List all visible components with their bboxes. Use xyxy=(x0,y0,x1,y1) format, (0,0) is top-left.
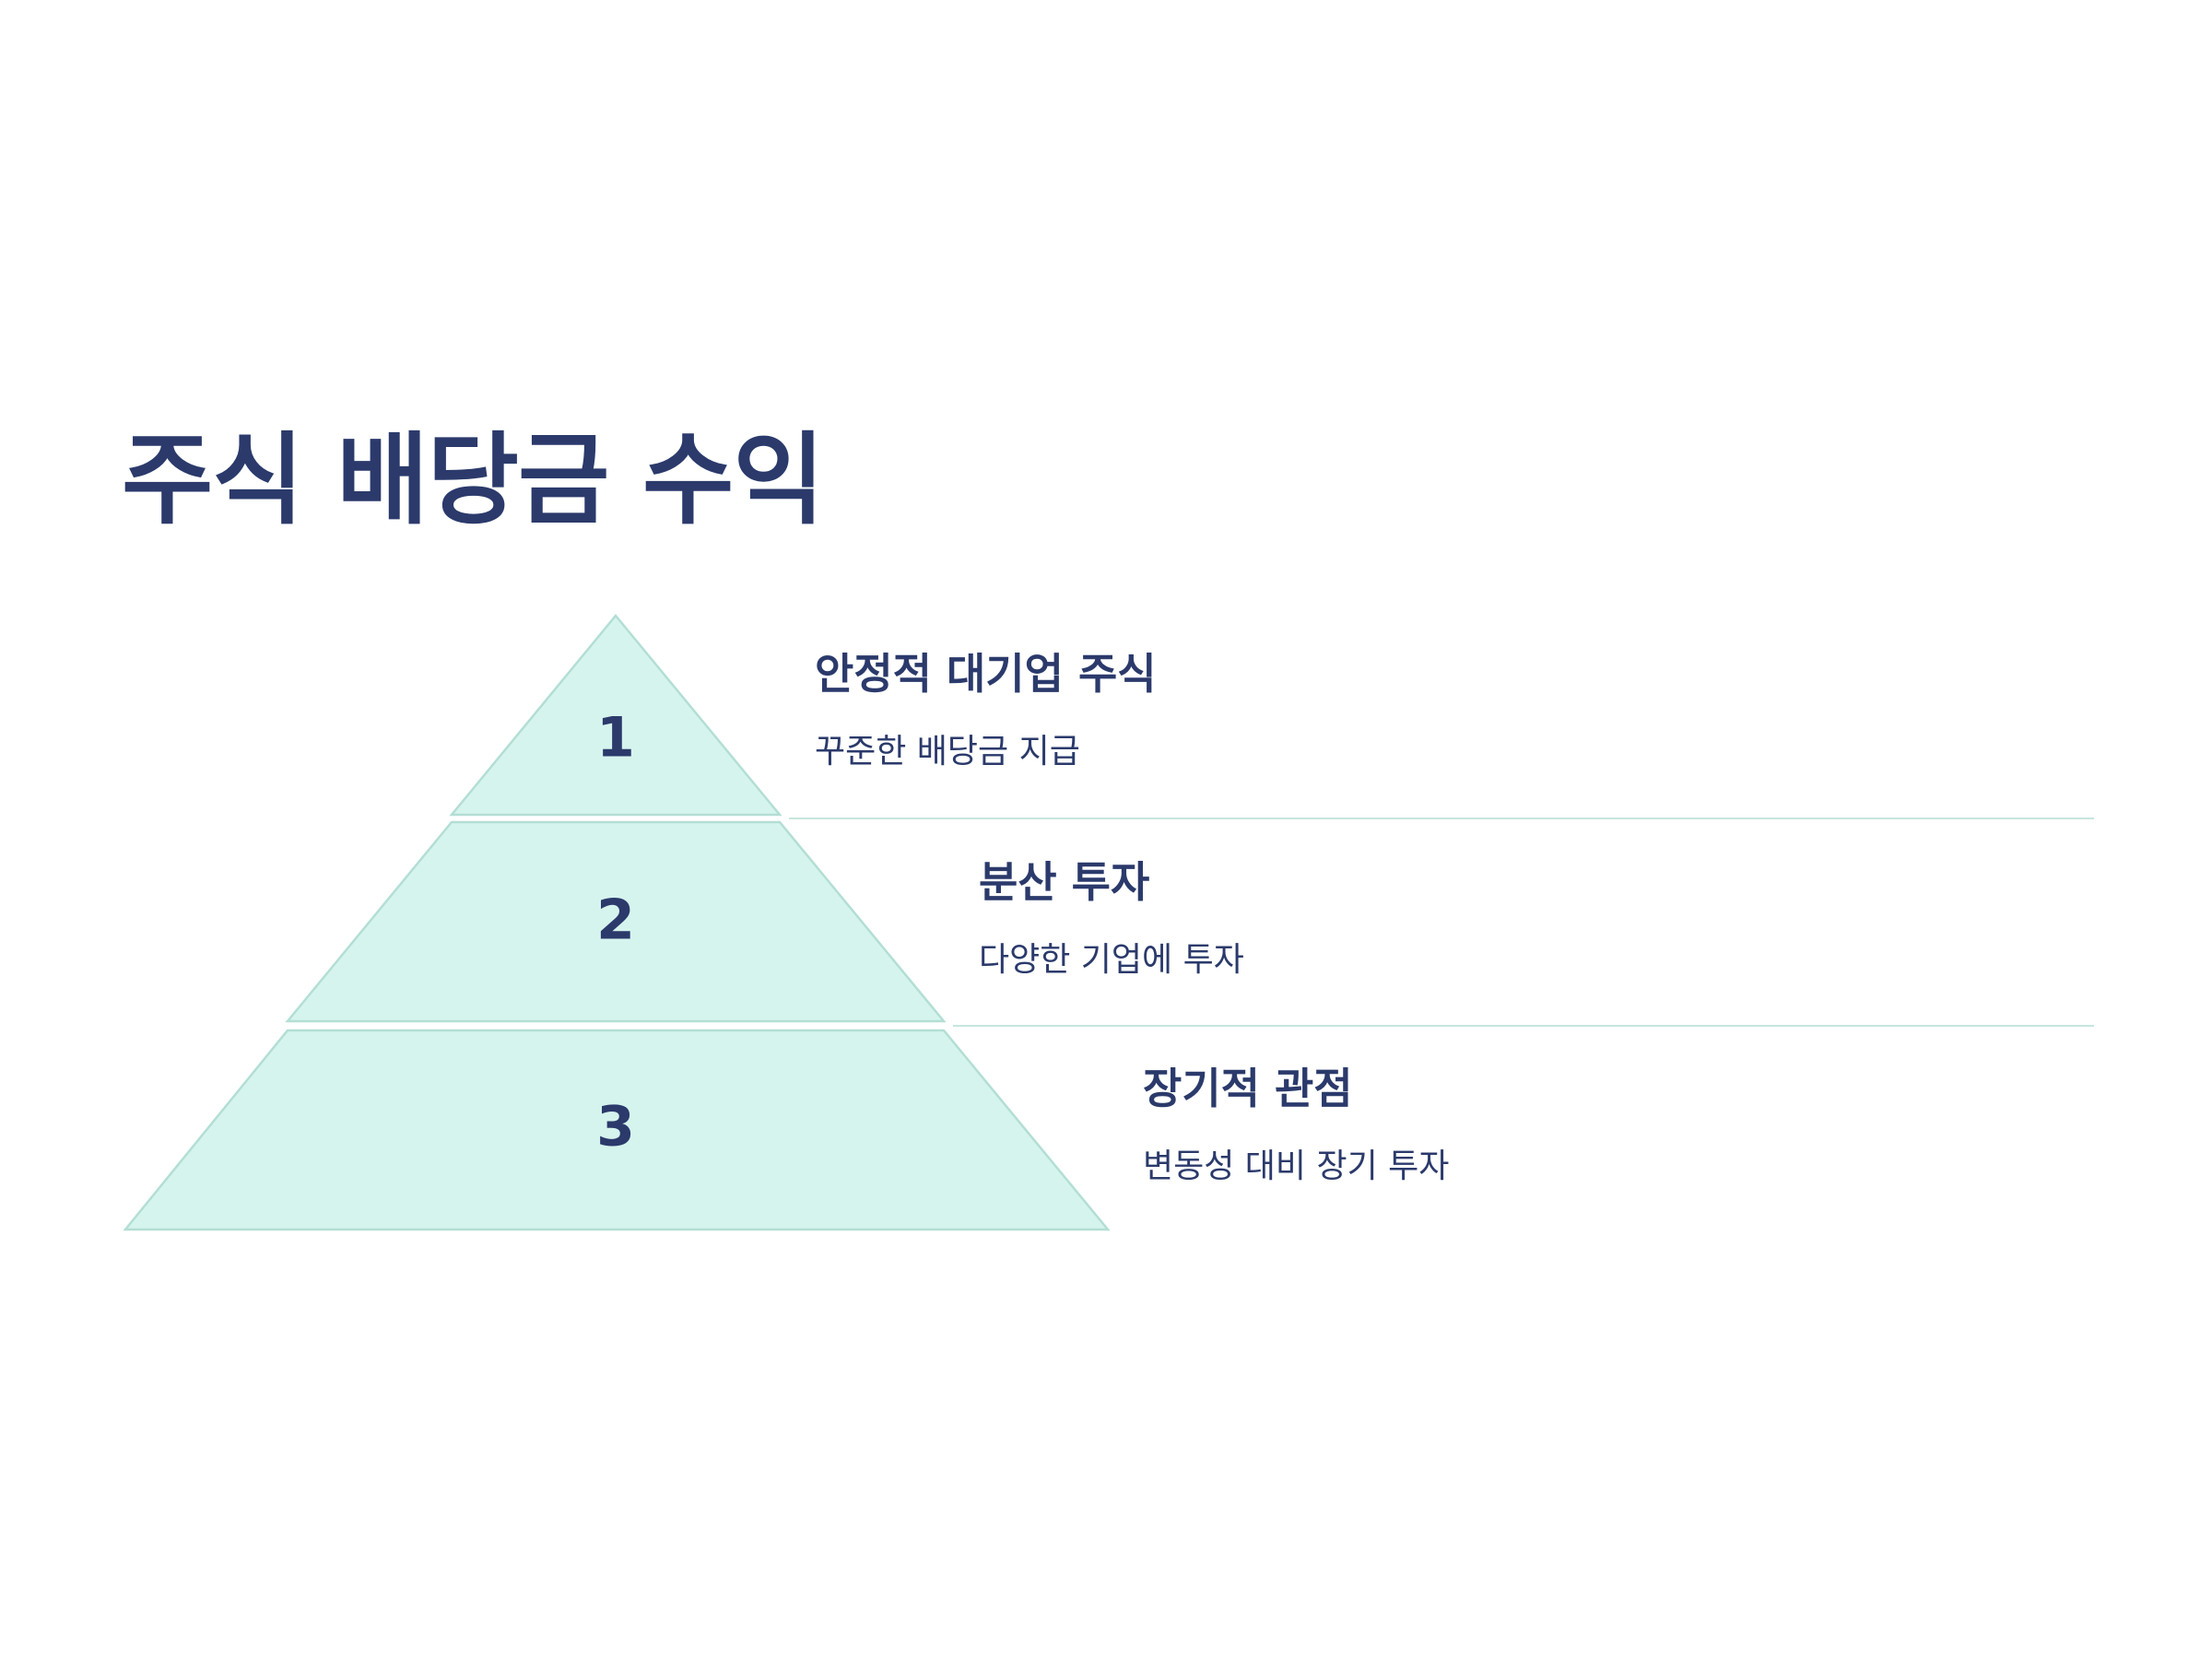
tier-2-title: 분산 투자 xyxy=(979,857,1150,907)
tier-3-number: 3 xyxy=(596,1095,635,1159)
tier-1-number: 1 xyxy=(596,706,635,771)
tier-1-description: 꾸준한 배당금 지급 xyxy=(815,733,1080,771)
tier-2-description: 다양한 기업에 투자 xyxy=(979,941,1244,979)
tier-3-title: 장기적 관점 xyxy=(1143,1064,1353,1113)
pyramid-tier-1 xyxy=(449,614,782,817)
pyramid-tier-3 xyxy=(123,1029,1111,1231)
tier-3-description: 변동성 대비 장기 투자 xyxy=(1143,1147,1450,1185)
pyramid-tier-2 xyxy=(285,820,947,1023)
page-title: 주식 배당금 수익 xyxy=(122,423,825,538)
tier-1-title: 안정적 대기업 주식 xyxy=(815,649,1157,699)
tier-2-number: 2 xyxy=(596,888,635,953)
